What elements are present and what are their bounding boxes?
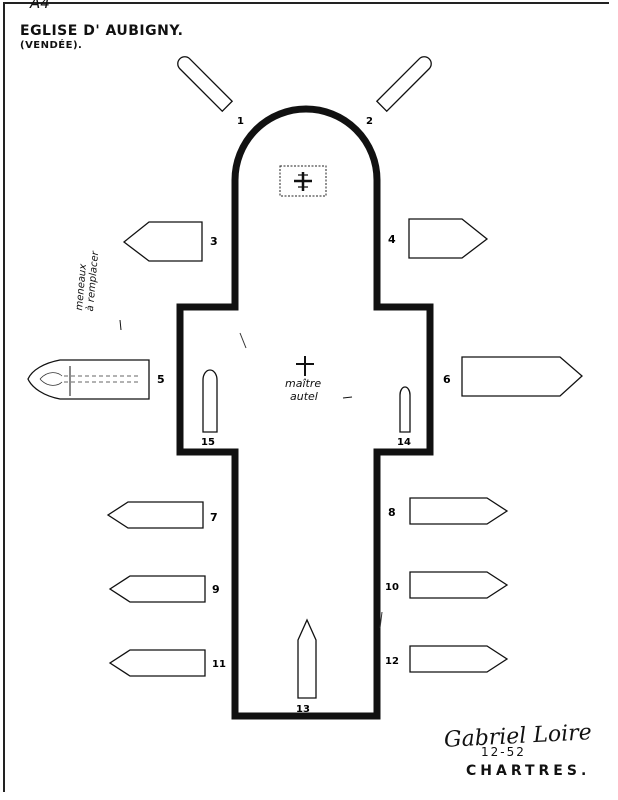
church-walls xyxy=(176,105,434,720)
window-5: 5 xyxy=(27,359,165,400)
window-8: 8 xyxy=(388,497,509,525)
side-note-mark xyxy=(119,319,122,331)
pencil-mark xyxy=(239,332,247,349)
plan-subtitle: (VENDÉE). xyxy=(20,40,83,51)
window-10: 10 xyxy=(385,571,509,599)
window-15: 15 xyxy=(201,369,218,448)
window-number-6: 6 xyxy=(443,373,451,386)
altar-dash xyxy=(342,396,353,399)
window-number-1: 1 xyxy=(237,116,244,127)
window-number-2: 2 xyxy=(366,116,373,127)
pencil-mark-2 xyxy=(379,611,383,629)
window-number-14: 14 xyxy=(397,437,411,448)
window-11: 11 xyxy=(108,649,226,677)
choir-cross-symbol xyxy=(279,165,327,197)
window-number-4: 4 xyxy=(388,233,396,246)
window-number-15: 15 xyxy=(201,437,215,448)
window-3: 3 xyxy=(122,221,218,262)
plan-title: EGLISE D' AUBIGNY. xyxy=(20,23,184,39)
window-4: 4 xyxy=(388,218,489,259)
window-13: 13 xyxy=(296,618,317,715)
window-number-11: 11 xyxy=(212,659,226,670)
window-number-12: 12 xyxy=(385,656,399,667)
window-9: 9 xyxy=(108,575,220,603)
altar-label-line-1: maître xyxy=(285,377,321,390)
plan-city: CHARTRES. xyxy=(466,763,591,779)
altar-cross-symbol xyxy=(296,356,314,376)
window-number-8: 8 xyxy=(388,506,396,519)
altar-label-line-2: autel xyxy=(290,390,318,403)
window-number-3: 3 xyxy=(210,235,218,248)
window-12: 12 xyxy=(385,645,509,673)
sheet-border xyxy=(3,2,609,792)
plan-date: 12-52 xyxy=(481,745,526,759)
window-number-13: 13 xyxy=(296,704,310,715)
window-14: 14 xyxy=(397,386,411,448)
window-1: 1 xyxy=(177,56,244,127)
window-number-9: 9 xyxy=(212,583,220,596)
window-7: 7 xyxy=(106,501,218,529)
window-2: 2 xyxy=(366,56,432,127)
window-number-7: 7 xyxy=(210,511,218,524)
window-number-5: 5 xyxy=(157,373,165,386)
window-6: 6 xyxy=(443,356,583,397)
window-number-10: 10 xyxy=(385,582,399,593)
sheet-reference: A4 xyxy=(30,0,50,12)
